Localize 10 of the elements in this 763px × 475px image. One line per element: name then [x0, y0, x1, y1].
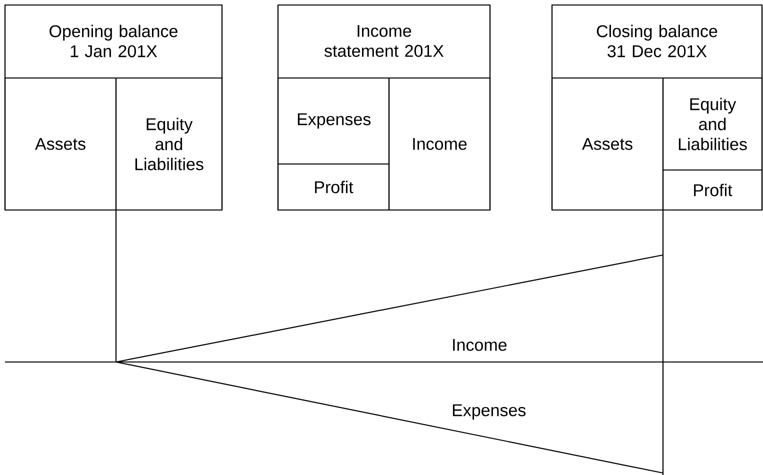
table-cell: Assets: [551, 77, 664, 211]
table-cell: Equity and Liabilities: [115, 77, 223, 211]
table-cell: Profit: [662, 169, 763, 211]
area-label: Expenses: [452, 404, 526, 420]
area-label: Income: [453, 339, 507, 351]
table-cell: Income: [388, 77, 491, 211]
table-cell: Profit: [277, 163, 390, 211]
table-cell: Equity and Liabilities: [662, 77, 763, 171]
table-cell: Assets: [4, 77, 117, 211]
table-cell: Expenses: [277, 77, 390, 165]
